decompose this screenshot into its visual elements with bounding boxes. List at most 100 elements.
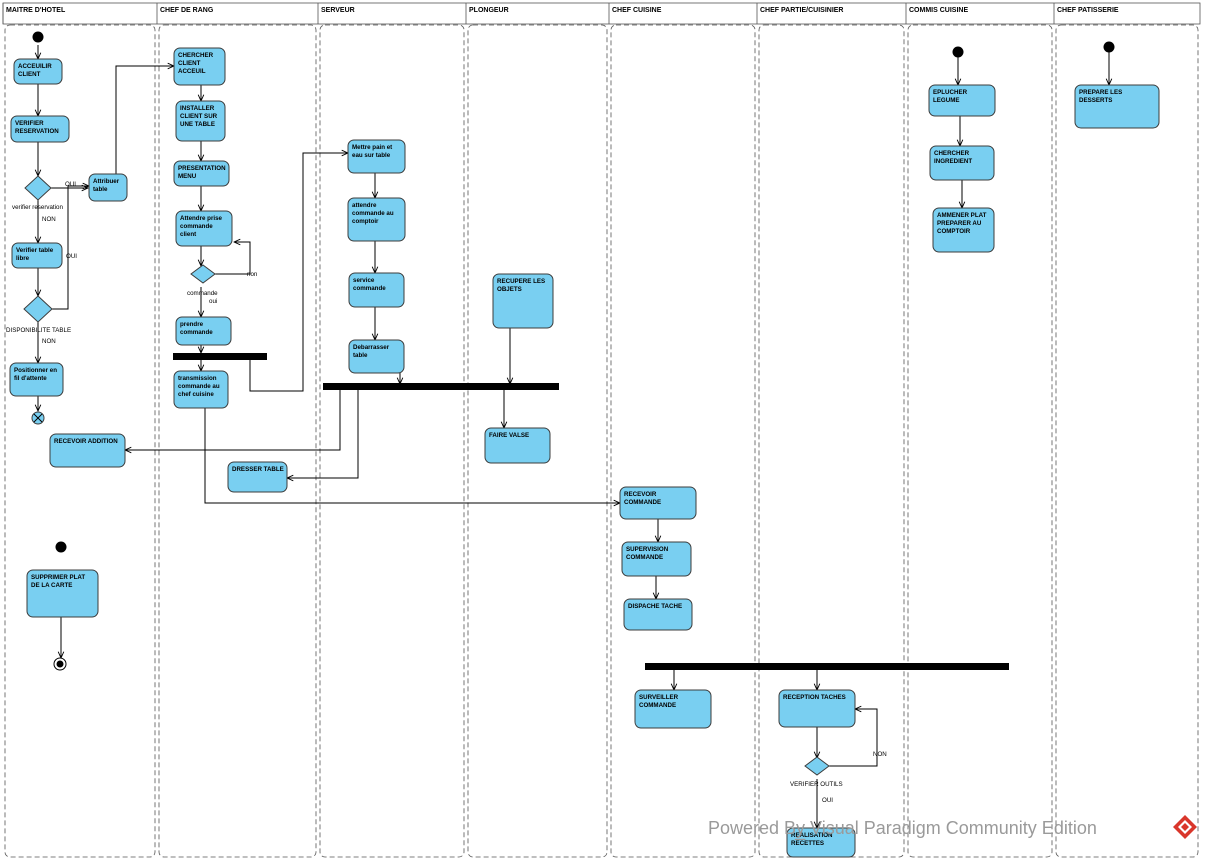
action-box bbox=[88, 173, 128, 202]
action-label: attendre bbox=[352, 202, 377, 209]
action-label: commande au bbox=[178, 383, 220, 390]
lane-body bbox=[467, 24, 608, 858]
action-label: eau sur table bbox=[352, 152, 391, 159]
action-label: chef cuisine bbox=[178, 391, 214, 398]
action-label: RECUPERE LES bbox=[497, 278, 545, 285]
action-label: VERIFIER bbox=[15, 120, 44, 127]
action-label: DISPACHE TACHE bbox=[628, 603, 682, 610]
action-label: AMMENER PLAT bbox=[937, 212, 987, 219]
guard-label-oui-reservation: OUI bbox=[65, 181, 76, 188]
action-label: EPLUCHER bbox=[933, 89, 968, 96]
lane-3: PLONGEUR bbox=[465, 3, 608, 858]
action-label: OBJETS bbox=[497, 286, 522, 293]
initial-node bbox=[1103, 41, 1115, 53]
lane-body bbox=[158, 24, 317, 858]
action-label: libre bbox=[16, 255, 30, 262]
action-label: INGREDIENT bbox=[934, 158, 972, 165]
action-label: UNE TABLE bbox=[180, 121, 215, 128]
action-box bbox=[173, 160, 230, 187]
lane-body bbox=[610, 24, 756, 858]
action-label: Debarrasser bbox=[353, 344, 390, 351]
action-box bbox=[175, 100, 226, 142]
action-dresser-table: DRESSER TABLE bbox=[227, 461, 288, 493]
action-box bbox=[348, 339, 405, 374]
lane-body bbox=[1055, 24, 1199, 858]
action-label: PRESENTATION bbox=[178, 165, 226, 172]
guard-label-oui-commande: oui bbox=[209, 298, 217, 305]
lane-6: COMMIS CUISINE bbox=[905, 3, 1053, 858]
action-label: PREPARER AU bbox=[937, 220, 982, 227]
action-label: commande bbox=[180, 329, 213, 336]
decision-node bbox=[23, 295, 53, 323]
action-box bbox=[173, 47, 226, 86]
action-label: RESERVATION bbox=[15, 128, 59, 135]
watermark-text: Powered By̲ Visual Paradigm Community Ed… bbox=[708, 818, 1097, 838]
action-label: Positionner en bbox=[14, 367, 57, 374]
action-label: SURVEILLER bbox=[639, 694, 679, 701]
action-label: RECEPTION TACHES bbox=[783, 694, 846, 701]
action-label: Verifier table bbox=[16, 247, 54, 254]
lane-header-label: CHEF PARTIE/CUISINIER bbox=[760, 7, 844, 14]
action-box bbox=[9, 362, 64, 397]
control-flow-edge bbox=[52, 186, 89, 310]
action-box bbox=[347, 139, 406, 174]
action-label: COMPTOIR bbox=[937, 228, 971, 235]
action-label: CHERCHER bbox=[178, 52, 214, 59]
action-label: ACCEUIL bbox=[178, 68, 206, 75]
lane-body bbox=[319, 24, 465, 858]
action-box bbox=[619, 486, 697, 520]
action-label: RECEVOIR ADDITION bbox=[54, 438, 118, 445]
control-flow-edge bbox=[829, 709, 878, 767]
decision-node bbox=[804, 756, 830, 776]
action-box bbox=[492, 273, 554, 329]
action-label: DE LA CARTE bbox=[31, 582, 72, 589]
action-box bbox=[348, 272, 405, 308]
action-box bbox=[928, 84, 996, 117]
guard-label-non-outils: NON bbox=[873, 751, 887, 758]
guard-label-verifier-outils: VERIFIER OUTILS bbox=[790, 781, 843, 788]
action-label: PREPARE LES bbox=[1079, 89, 1122, 96]
guard-label-non-commande: non bbox=[247, 271, 258, 278]
action-label: fil d'attente bbox=[14, 375, 47, 382]
lane-2: SERVEUR bbox=[317, 3, 465, 858]
control-flow-edge bbox=[204, 408, 620, 503]
lane-header-label: SERVEUR bbox=[321, 7, 355, 14]
action-label: COMMANDE bbox=[624, 499, 661, 506]
action-label: CLIENT bbox=[18, 71, 41, 78]
action-label: commande au bbox=[352, 210, 394, 217]
action-box bbox=[929, 145, 995, 181]
lane-header-label: MAITRE D'HOTEL bbox=[6, 7, 66, 14]
control-flow-edge bbox=[287, 390, 359, 478]
control-flow-edge bbox=[115, 66, 174, 174]
action-label: REALISATION bbox=[791, 832, 833, 839]
action-label: DRESSER TABLE bbox=[232, 466, 284, 473]
action-label: transmission bbox=[178, 375, 217, 382]
lane-4: CHEF CUISINE bbox=[608, 3, 756, 858]
action-label: prendre bbox=[180, 321, 204, 328]
lane-header-label: CHEF PATISSERIE bbox=[1057, 7, 1119, 14]
action-dispache: DISPACHE TACHE bbox=[623, 598, 693, 631]
action-label: comptoir bbox=[352, 218, 379, 225]
action-label: Attribuer bbox=[93, 178, 120, 185]
flow-final-cross bbox=[33, 413, 43, 423]
fork-join-bars bbox=[173, 353, 1009, 670]
fork-join-bar bbox=[645, 663, 1009, 670]
initial-node bbox=[55, 541, 67, 553]
final-inner bbox=[56, 660, 64, 668]
action-label: LEGUME bbox=[933, 97, 959, 104]
control-flow-edge bbox=[125, 390, 341, 450]
